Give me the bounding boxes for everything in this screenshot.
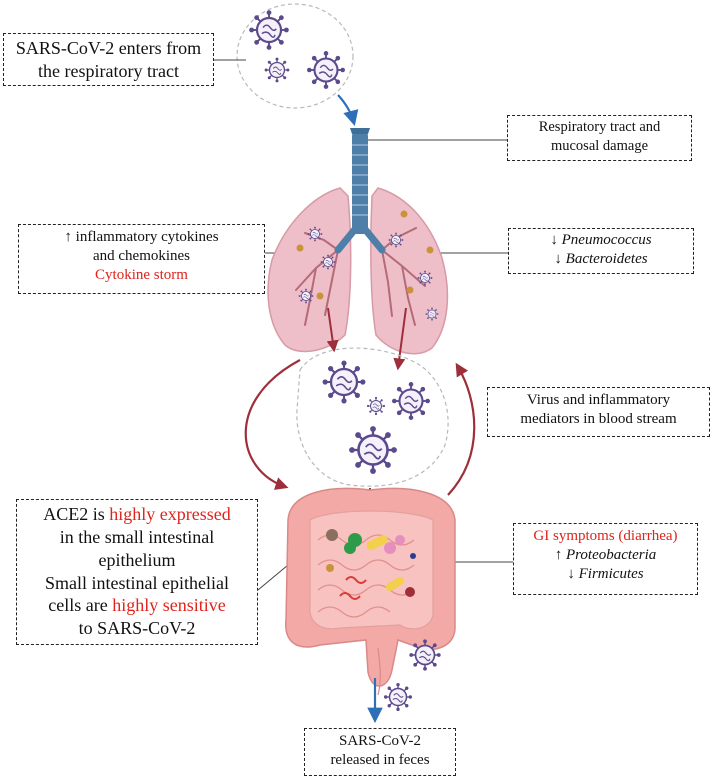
virus-icon <box>347 424 399 476</box>
ace2-text: cells are <box>48 595 113 616</box>
ace2-line: to SARS-CoV-2 <box>17 617 257 640</box>
ace2-text: ACE2 is <box>43 504 110 524</box>
entry-arrow <box>337 94 359 126</box>
ace2-line: Small intestinal epithelial <box>17 572 257 595</box>
bloodstream-line: mediators in blood stream <box>488 410 709 429</box>
cytokines-text: Cytokine storm <box>95 267 188 284</box>
intestine-illustration <box>285 487 456 696</box>
virus-icon <box>366 396 386 416</box>
ace2-text: to SARS-CoV-2 <box>78 618 196 639</box>
virus-icon <box>425 307 439 321</box>
virus-icon <box>298 288 314 304</box>
virus-icon <box>417 270 433 286</box>
entry-line: SARS-CoV-2 enters from <box>4 37 213 60</box>
cytokines-line: Cytokine storm <box>19 266 264 285</box>
ace2-line: in the small intestinal <box>17 526 257 549</box>
lung-to-blood-arrow <box>326 307 339 353</box>
circulation-arrow-right <box>447 362 476 496</box>
lungs-illustration <box>267 128 449 355</box>
lung-to-blood-arrow <box>393 307 407 371</box>
virus-icon <box>383 682 413 712</box>
lung_flora-text: ↓ <box>554 251 566 268</box>
feces-text: released in feces <box>330 752 430 769</box>
virus-icon <box>320 254 336 270</box>
lung_flora-text: Bacteroidetes <box>565 251 648 268</box>
gi-line: ↑ Proteobacteria <box>514 546 697 565</box>
respiratory-damage-textbox: Respiratory tract and mucosal damage <box>507 115 692 161</box>
virus-icon <box>307 226 323 242</box>
virus-icon <box>321 359 367 405</box>
cytokines-text: and chemokines <box>92 248 191 265</box>
cytokines-line: ↑ inflammatory cytokines <box>19 228 264 247</box>
resp_damage-text: Respiratory tract and <box>538 119 661 135</box>
entry-virus-cluster <box>236 3 354 109</box>
ace2-text: highly sensitive <box>112 595 226 616</box>
gi-symptoms-textbox: GI symptoms (diarrhea) ↑ Proteobacteria↓ … <box>513 523 698 595</box>
feces-line: released in feces <box>305 751 455 770</box>
virus-icon <box>408 638 442 672</box>
virus-icon <box>305 49 347 91</box>
resp_damage-line: Respiratory tract and <box>508 118 691 137</box>
bloodstream-textbox: Virus and inflammatory mediators in blood… <box>487 387 710 437</box>
virus-icon <box>248 9 290 51</box>
ace2-text: epithelium <box>98 549 176 570</box>
gi-text: GI symptoms (diarrhea) <box>533 528 678 544</box>
feces-textbox: SARS-CoV-2 released in feces <box>304 728 456 776</box>
bloodstream-text: mediators in blood stream <box>520 411 677 428</box>
resp_damage-line: mucosal damage <box>508 137 691 156</box>
ace2-line: ACE2 is highly expressed <box>17 503 257 526</box>
ace2-line: epithelium <box>17 549 257 572</box>
cytokines-text: ↑ inflammatory cytokines <box>64 229 219 245</box>
bloodstream-text: Virus and inflammatory <box>526 392 671 408</box>
ace2-text: Small intestinal epithelial <box>45 572 229 593</box>
lung_flora-line: ↓ Bacteroidetes <box>509 250 693 269</box>
entry-text: the respiratory tract <box>38 61 179 82</box>
entry-textbox: SARS-CoV-2 enters from the respiratory tr… <box>3 33 214 86</box>
lung_flora-line: ↓ Pneumococcus <box>509 231 693 250</box>
entry-line: the respiratory tract <box>4 60 213 83</box>
gi-text: Proteobacteria <box>565 547 657 564</box>
ace2-line: cells are highly sensitive <box>17 594 257 617</box>
gi-text: Firmicutes <box>578 566 644 583</box>
gi-line: ↓ Firmicutes <box>514 565 697 584</box>
lung_flora-text: ↓ <box>550 232 562 248</box>
circulation-arrow-left <box>244 359 301 490</box>
lung_flora-text: Pneumococcus <box>561 232 652 248</box>
bloodstream-virus-cluster <box>296 347 449 487</box>
virus-icon <box>390 380 432 422</box>
ace2-text: in the small intestinal <box>59 526 215 547</box>
entry-text: SARS-CoV-2 enters from <box>15 38 202 58</box>
feces-text: SARS-CoV-2 <box>339 733 421 749</box>
gi-text: ↑ <box>554 547 566 564</box>
resp_damage-text: mucosal damage <box>550 137 649 154</box>
virus-icon <box>263 56 291 84</box>
bloodstream-line: Virus and inflammatory <box>488 391 709 410</box>
cytokines-line: and chemokines <box>19 247 264 266</box>
gi-text: ↓ <box>567 566 579 583</box>
virus-icon <box>388 232 404 248</box>
gi-line: GI symptoms (diarrhea) <box>514 527 697 546</box>
feces-line: SARS-CoV-2 <box>305 732 455 751</box>
lung-flora-textbox: ↓ Pneumococcus↓ Bacteroidetes <box>508 228 694 274</box>
ace2-text: highly expressed <box>109 504 231 524</box>
